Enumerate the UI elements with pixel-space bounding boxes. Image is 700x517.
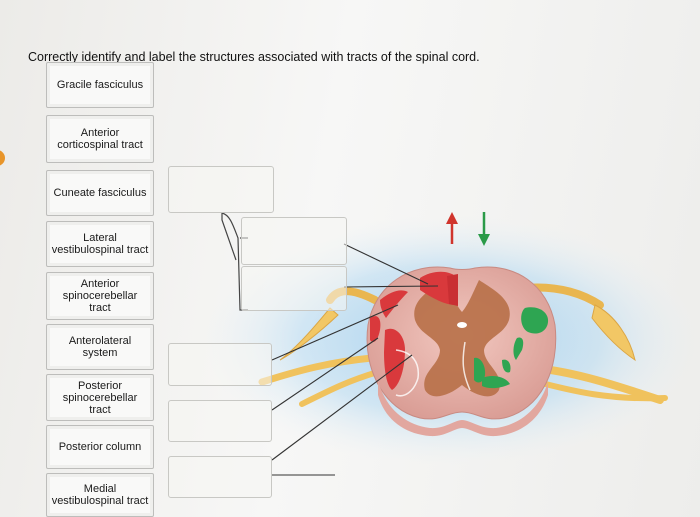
dorsal-root-ganglion-left	[279, 307, 339, 361]
leader-line-1	[343, 243, 429, 285]
label-card-posterior-spinocerebellar-tract[interactable]: Posterior spinocerebellar tract	[46, 374, 154, 421]
tract-outline-right	[462, 341, 471, 391]
label-text: Anterior spinocerebellar tract	[62, 278, 138, 314]
label-text: Lateral vestibulospinal tract	[51, 232, 149, 256]
gray-matter	[414, 280, 510, 397]
tract-lateral-red	[370, 316, 381, 342]
label-text: Posterior column	[58, 441, 142, 453]
drop-zone-4[interactable]	[168, 343, 272, 386]
ascending-arrow-icon	[446, 212, 458, 244]
scroll-indicator	[0, 150, 5, 166]
tract-outline-left	[395, 349, 420, 397]
label-card-posterior-column[interactable]: Posterior column	[46, 425, 154, 469]
label-text: Posterior spinocerebellar tract	[62, 379, 138, 416]
label-card-cuneate-fasciculus[interactable]: Cuneate fasciculus	[46, 170, 154, 216]
tract-anterior-green-1	[474, 357, 486, 383]
tract-posterior-spinocerebellar	[380, 290, 408, 318]
label-card-lateral-vestibulospinal-tract[interactable]: Lateral vestibulospinal tract	[46, 221, 154, 267]
label-card-anterior-corticospinal-tract[interactable]: Anterior corticospinal tract	[46, 115, 154, 163]
descending-arrow-icon	[478, 212, 490, 246]
spinal-cord-front-face	[378, 380, 548, 437]
drop-zone-1[interactable]	[168, 166, 274, 213]
label-card-anterolateral-system[interactable]: Anterolateral system	[46, 324, 154, 370]
label-text: Gracile fasciculus	[56, 79, 144, 91]
label-text: Anterolateral system	[68, 335, 132, 359]
tract-anterior-green-2	[482, 376, 510, 389]
tract-lateral-corticospinal-green	[521, 307, 549, 334]
leader-line-2	[343, 285, 439, 288]
drop-zone-5[interactable]	[168, 400, 272, 442]
leader-line-3	[271, 304, 399, 361]
question-prompt: Correctly identify and label the structu…	[28, 50, 480, 64]
nerve-root-left-ventral	[299, 369, 381, 407]
label-text: Medial vestibulospinal tract	[51, 483, 149, 507]
nerve-root-left-lower	[258, 354, 376, 386]
tract-vestibulospinal-green	[513, 337, 524, 360]
label-card-anterior-spinocerebellar-tract[interactable]: Anterior spinocerebellar tract	[46, 272, 154, 320]
tract-posterior-column-red-2	[447, 274, 458, 306]
drop-zone-3[interactable]	[241, 266, 347, 311]
drop-zone-2[interactable]	[241, 217, 347, 265]
label-text: Cuneate fasciculus	[53, 187, 147, 199]
tract-anterolateral-red	[384, 328, 405, 390]
leader-line-5	[271, 354, 413, 461]
tract-posterior-column-red	[420, 271, 455, 305]
label-card-medial-vestibulospinal-tract[interactable]: Medial vestibulospinal tract	[46, 473, 154, 517]
tract-anterior-green-3	[502, 359, 511, 373]
drop-zone-6[interactable]	[168, 456, 272, 498]
central-canal	[457, 322, 467, 328]
label-card-gracile-fasciculus[interactable]: Gracile fasciculus	[46, 62, 154, 108]
dorsal-root-ganglion-right	[591, 304, 636, 362]
leader-line-4	[271, 337, 379, 411]
bracket-stub	[221, 213, 237, 261]
label-text: Anterior corticospinal tract	[57, 127, 143, 151]
